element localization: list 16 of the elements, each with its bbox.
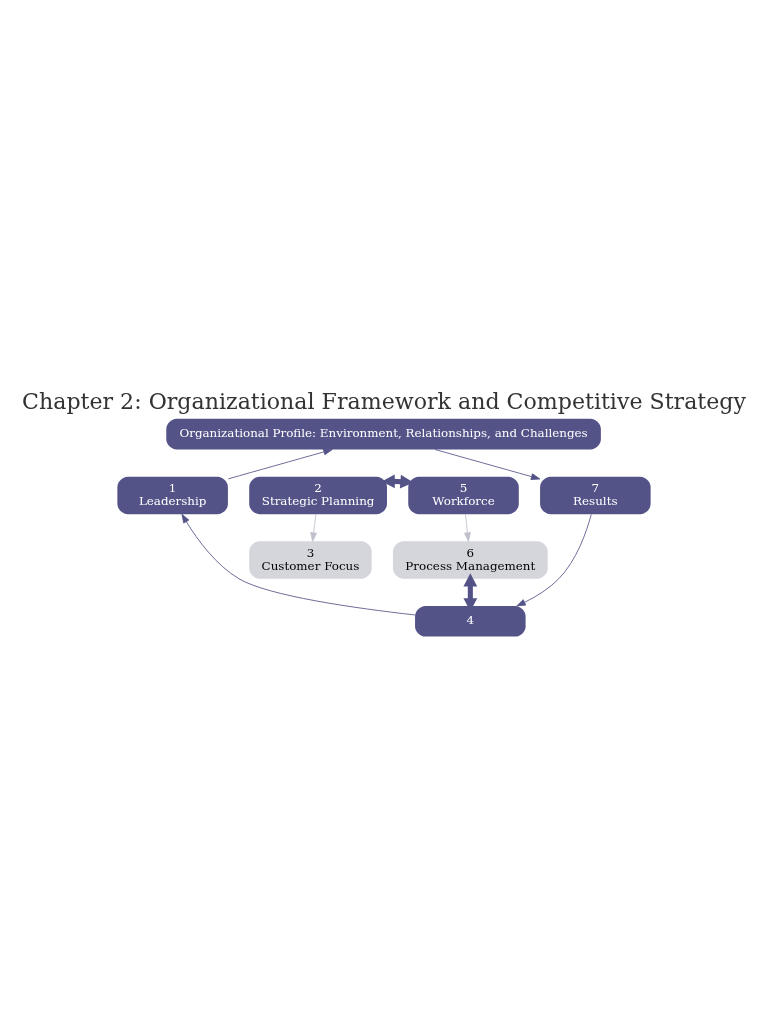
arrow	[516, 514, 592, 607]
node-box: 4	[415, 606, 526, 637]
node-box: 2 Strategic Planning	[249, 476, 387, 515]
node-box: 1 Leadership	[117, 476, 228, 515]
arrow	[434, 449, 541, 480]
arrow	[227, 448, 333, 480]
diagram-title: Chapter 2: Organizational Framework and Competitive Strategy	[22, 387, 746, 414]
arrow	[464, 513, 471, 542]
node-box: 7 Results	[540, 476, 651, 515]
arrow	[381, 474, 414, 489]
node-box: 6 Process Management	[392, 541, 548, 579]
node-box: 5 Workforce	[408, 476, 519, 515]
arrow	[181, 513, 416, 616]
node-box: Organizational Profile: Environment, Relationships, and Challenges	[166, 418, 601, 450]
arrow	[310, 513, 317, 542]
node-box: 3 Customer Focus	[249, 541, 372, 579]
